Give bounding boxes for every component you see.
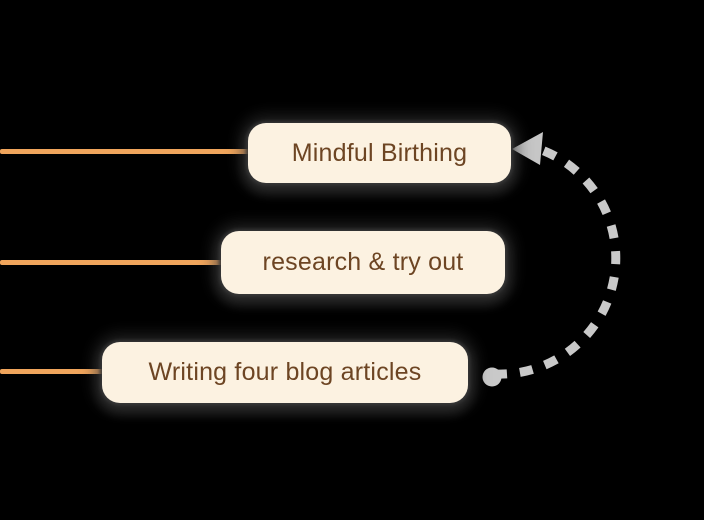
branch-connector-line-2 <box>0 260 225 265</box>
node-label: Writing four blog articles <box>148 358 422 386</box>
relationship-arc[interactable] <box>493 142 621 379</box>
branch-connector-line-3 <box>0 369 106 374</box>
node-label: Mindful Birthing <box>291 138 468 167</box>
relationship-start-handle[interactable] <box>482 367 502 387</box>
relationship-arrowhead-icon <box>512 132 543 165</box>
branch-connector-line-1 <box>0 149 252 154</box>
mindmap-node-research-try-out[interactable]: research & try out <box>221 231 505 294</box>
node-label: research & try out <box>262 248 464 276</box>
mindmap-node-writing-four-blog-articles[interactable]: Writing four blog articles <box>102 342 468 403</box>
mindmap-node-mindful-birthing[interactable]: Mindful Birthing <box>248 123 511 183</box>
